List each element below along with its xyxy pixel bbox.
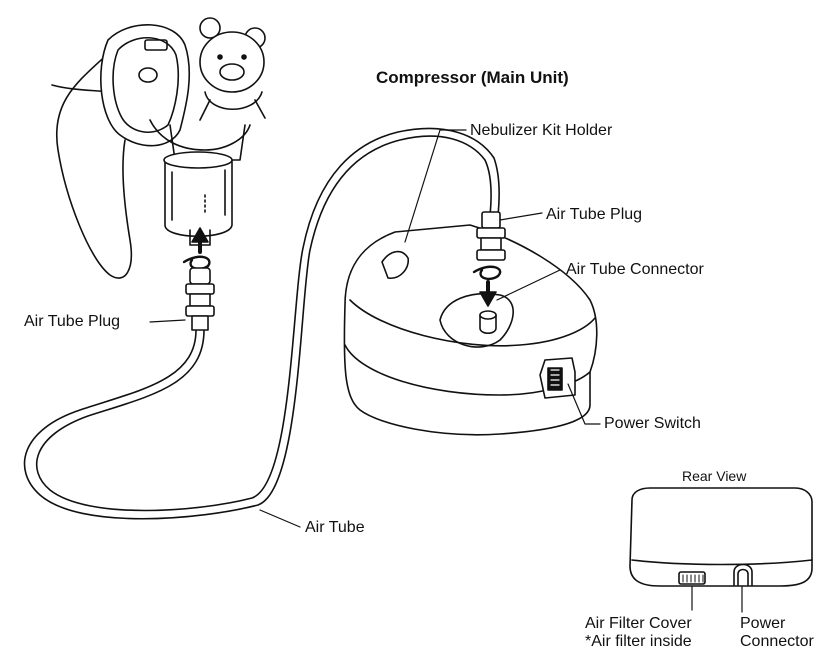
label-air-filter-inside: *Air filter inside bbox=[585, 633, 692, 650]
label-power-switch: Power Switch bbox=[604, 415, 701, 432]
label-power-connector-line1: Power bbox=[740, 615, 786, 632]
air-tube-plug-left bbox=[185, 267, 215, 331]
air-tube-plug-right bbox=[476, 211, 506, 261]
attach-arrow-right bbox=[472, 265, 502, 307]
attach-arrow-left bbox=[182, 227, 211, 271]
nebulizer-kit bbox=[51, 17, 266, 279]
label-power-connector-line2: Connector bbox=[740, 633, 814, 650]
label-nebulizer-kit-holder: Nebulizer Kit Holder bbox=[470, 122, 613, 139]
rear-view-unit bbox=[629, 487, 813, 587]
compressor-title: Compressor (Main Unit) bbox=[376, 68, 569, 87]
label-rear-view: Rear View bbox=[682, 468, 747, 484]
label-air-tube-plug-left: Air Tube Plug bbox=[24, 313, 121, 330]
label-air-tube-plug-right: Air Tube Plug bbox=[546, 206, 643, 223]
label-air-filter-cover: Air Filter Cover bbox=[585, 615, 692, 632]
label-air-tube: Air Tube bbox=[305, 519, 365, 536]
label-air-tube-connector: Air Tube Connector bbox=[566, 261, 704, 278]
compressor-unit bbox=[343, 224, 598, 436]
